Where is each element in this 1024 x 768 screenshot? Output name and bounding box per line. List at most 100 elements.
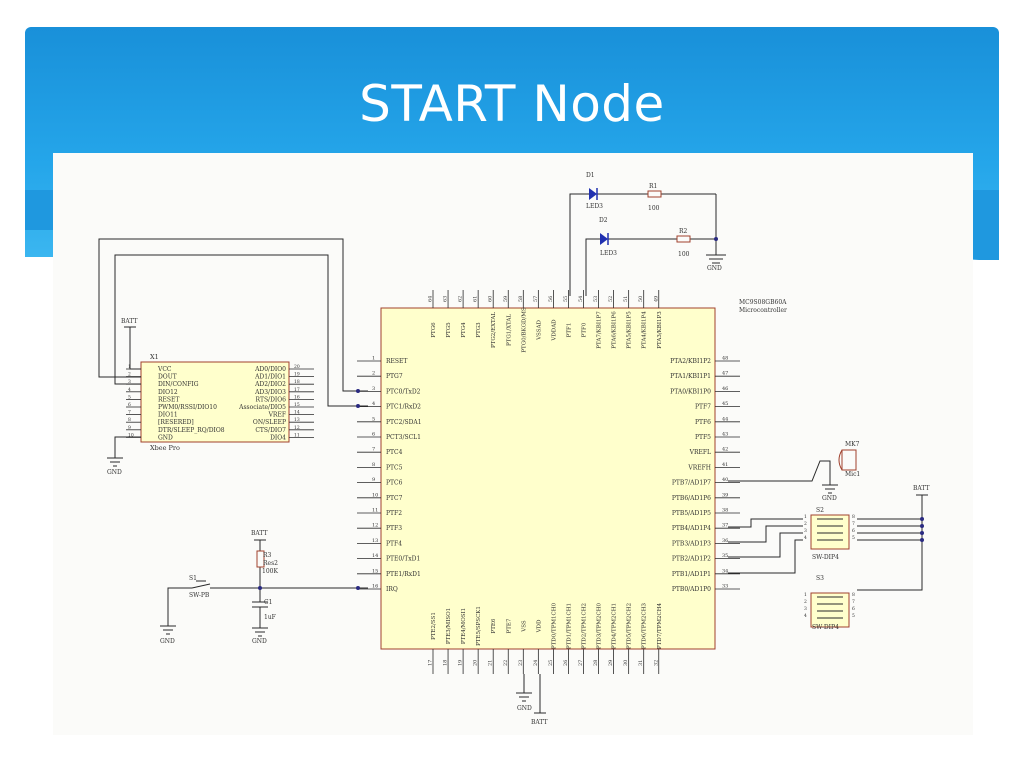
xbee-name: Xbee Pro: [150, 444, 180, 452]
mcu-pin-name: PTC4: [386, 449, 403, 456]
mcu-pin-name: PTC2/SDA1: [386, 419, 422, 426]
s1-value: SW-PB: [189, 592, 210, 599]
junction-dot: [920, 538, 924, 542]
mcu-pin-name: PTC6: [386, 480, 403, 487]
mcu-pin-number: 39: [722, 492, 728, 498]
xbee-pin-number: 15: [294, 402, 300, 408]
mcu-pin-number: 31: [638, 660, 644, 666]
dip-pin-number: 4: [804, 535, 807, 541]
mcu-pin-number: 16: [372, 584, 378, 590]
mcu-pin-name: PTA7/KBI1P7: [597, 311, 603, 349]
xbee-pin-name: RTS/DIO6: [256, 396, 287, 403]
xbee-pin-number: 11: [294, 432, 300, 438]
led-d1-value: LED3: [586, 203, 603, 210]
mcu-pin-number: 25: [548, 660, 554, 666]
dip-pin-number: 2: [804, 521, 807, 527]
mcu-pin-name: PTD2/TPM1CH2: [582, 603, 588, 649]
xbee-pin-name: DIO4: [270, 434, 286, 441]
xbee-pin-number: 16: [294, 394, 300, 400]
mcu-pin-number: 29: [608, 660, 614, 666]
mcu-pin-name: PTB6/AD1P6: [672, 495, 711, 502]
xbee-pin-name: PWM0/RSSI/DIO10: [158, 404, 217, 411]
xbee-pin-name: VCC: [157, 366, 172, 373]
mcu-pin-name: PTF6: [695, 419, 711, 426]
mcu-pin-number: 33: [722, 584, 728, 590]
mcu-pin-number: 28: [593, 660, 599, 666]
mcu-pin-name: PTG0/BKGD/MS: [521, 307, 527, 353]
mcu-pin-name: PTF2: [386, 510, 402, 517]
mcu-pin-number: 3: [372, 386, 375, 392]
xbee-right-pins: 20AD0/DIO019AD1/DIO118AD2/DIO217AD3/DIO3…: [238, 364, 314, 441]
junction-dot: [920, 517, 924, 521]
mcu-pin-number: 63: [443, 296, 449, 302]
mcu-pin-name: VSSAD: [536, 320, 542, 341]
mcu-pin-name: PTE5/SPSCK1: [476, 606, 482, 646]
led-wires: [569, 193, 726, 296]
c1-ref: C1: [264, 599, 272, 606]
mcu-pin-name: PTE6: [491, 618, 497, 633]
mcu-pin-name: PTD7/TPM2CH4: [657, 602, 663, 649]
xbee-pin-name: CTS/DIO7: [255, 427, 286, 434]
dip-pin-number: 6: [852, 606, 855, 612]
dip-switch-s3: [810, 592, 850, 628]
mcu-pin-number: 4: [372, 401, 375, 407]
dip-pin-number: 1: [804, 514, 807, 520]
mcu-pin-name: PTD1/TPM1CH1: [566, 603, 572, 649]
irq-wires: [160, 539, 368, 637]
mcu-pin-name: RESET: [386, 358, 407, 365]
mcu-pin-name: PTD5/TPM2CH2: [627, 603, 633, 649]
mcu-pin-name: PTA0/KBI1P0: [670, 388, 711, 395]
mcu-pin-name: PTB7/AD1P7: [672, 480, 711, 487]
mcu-pin-number: 12: [372, 523, 378, 529]
junction-dot: [920, 531, 924, 535]
xbee-pin-name: DTR/SLEEP_RQ/DIO8: [158, 427, 225, 434]
xbee-pin-number: 9: [128, 425, 131, 431]
xbee-pin-name: VREF: [268, 412, 286, 419]
xbee-pin-name: GND: [158, 434, 173, 441]
mcu-pin-number: 24: [533, 660, 539, 666]
xbee-pin-number: 6: [128, 402, 131, 408]
mcu-pin-name: PTD4/TPM2CH1: [612, 603, 618, 649]
power-pin-wires: [516, 674, 546, 714]
dip-pin-number: 4: [804, 613, 807, 619]
mcu-pin-name: PTB2/AD1P2: [672, 556, 711, 563]
mcu-pin-number: 45: [722, 401, 728, 407]
mcu-pin-name: PTA4/KBI1P4: [642, 311, 648, 349]
dip-pin-number: 5: [852, 535, 855, 541]
mcu-pin-name: PTE7: [506, 618, 512, 633]
dip-switch-s2: [810, 514, 850, 550]
mcu-pin-name: PTD3/TPM2CH0: [597, 602, 603, 649]
mcu-pin-name: PTD6/TPM2CH3: [642, 602, 648, 649]
microphone-symbol: [841, 449, 857, 471]
mcu-pin-number: 13: [372, 538, 378, 544]
mcu-pin-number: 7: [372, 447, 375, 453]
mcu-pin-number: 51: [623, 296, 629, 302]
r3-batt-label: BATT: [251, 530, 268, 537]
mic-value: Mic1: [845, 471, 860, 478]
dip-batt-label: BATT: [913, 485, 930, 492]
r1-ref: R1: [649, 183, 657, 190]
xbee-pin-number: 4: [128, 387, 131, 393]
s1-gnd-label: GND: [160, 638, 175, 645]
mcu-pin-name: PTA6/KBI1P6: [612, 311, 618, 349]
mcu-pin-name: PTG5: [446, 322, 452, 338]
dip-pin-number: 1: [804, 592, 807, 598]
s2-ref: S2: [816, 507, 824, 514]
mcu-pin-name: PTA5/KBI1P5: [627, 311, 633, 349]
mcu-pin-number: 21: [488, 660, 494, 666]
mcu-pin-number: 37: [722, 523, 728, 529]
mcu-subtitle: Microcontroller: [739, 307, 787, 314]
mcu-pin-name: VREFH: [687, 464, 711, 471]
mcu-pin-name: PTB3/AD1P3: [672, 540, 711, 547]
microphone-arc: [838, 449, 843, 471]
xbee-pin-name: Associate/DIO5: [238, 404, 286, 411]
vss-gnd-label: GND: [517, 705, 532, 712]
xbee-pin-number: 14: [294, 410, 300, 416]
xbee-gnd-label: GND: [107, 469, 122, 476]
mcu-pin-name: PTF4: [386, 540, 402, 547]
mcu-bottom-pins: 17PTE2/SS118PTE3/MISO119PTE4/MOSI120PTE5…: [428, 602, 663, 674]
junction-dot: [258, 586, 262, 590]
mcu-pin-number: 59: [503, 296, 509, 302]
mcu-pin-name: IRQ: [386, 586, 398, 593]
